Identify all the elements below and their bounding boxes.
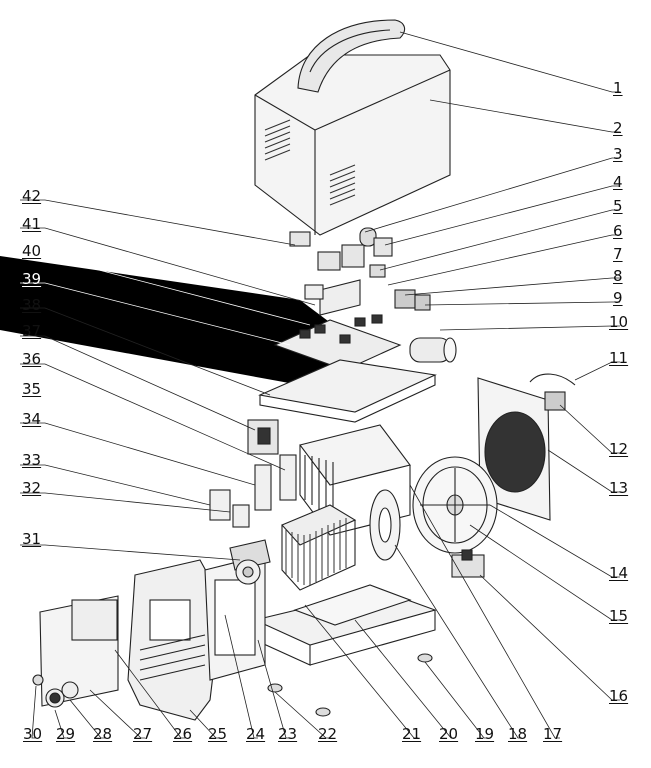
callout-20: 20 xyxy=(439,725,459,743)
callout-24: 24 xyxy=(246,725,266,743)
control-pcb xyxy=(273,314,402,371)
dark-band xyxy=(0,256,360,392)
callout-25: 25 xyxy=(208,725,228,743)
callout-38: 38 xyxy=(22,296,42,314)
callout-3: 3 xyxy=(613,145,623,163)
fan-guard xyxy=(229,539,271,585)
housing-cover xyxy=(254,54,451,236)
callout-30: 30 xyxy=(23,725,43,743)
front-frame xyxy=(127,554,266,721)
callout-26: 26 xyxy=(173,725,193,743)
callout-28: 28 xyxy=(93,725,113,743)
transformer xyxy=(247,419,279,455)
callout-39: 39 xyxy=(22,270,42,288)
callout-22: 22 xyxy=(318,725,338,743)
callout-1: 1 xyxy=(613,79,623,97)
callout-11: 11 xyxy=(609,349,629,367)
leader-lines xyxy=(20,31,620,739)
callout-36: 36 xyxy=(22,350,42,368)
heatsink-upper xyxy=(299,424,411,536)
callout-18: 18 xyxy=(508,725,528,743)
heatsink-lower xyxy=(281,504,357,591)
callout-4: 4 xyxy=(613,173,623,191)
callout-35: 35 xyxy=(22,380,42,398)
callout-23: 23 xyxy=(278,725,298,743)
callout-12: 12 xyxy=(609,440,629,458)
rectifier-module xyxy=(451,549,485,578)
callout-2: 2 xyxy=(613,119,623,137)
callout-27: 27 xyxy=(133,725,153,743)
capacitor xyxy=(409,337,457,363)
callout-32: 32 xyxy=(22,479,42,497)
callout-29: 29 xyxy=(56,725,76,743)
callout-10: 10 xyxy=(609,313,629,331)
small-pcbs xyxy=(209,454,297,528)
callout-31: 31 xyxy=(22,530,42,548)
callout-14: 14 xyxy=(609,564,629,582)
callout-40: 40 xyxy=(22,242,42,260)
callout-15: 15 xyxy=(609,607,629,625)
base-tray xyxy=(253,584,437,666)
callout-34: 34 xyxy=(22,410,42,428)
handle xyxy=(297,19,406,93)
callout-8: 8 xyxy=(613,267,623,285)
callout-16: 16 xyxy=(609,687,629,705)
rear-panel xyxy=(477,377,551,521)
main-plate xyxy=(258,359,437,423)
callout-5: 5 xyxy=(613,197,623,215)
callout-37: 37 xyxy=(22,322,42,340)
callout-33: 33 xyxy=(22,451,42,469)
callout-19: 19 xyxy=(475,725,495,743)
callout-9: 9 xyxy=(613,289,623,307)
callout-7: 7 xyxy=(613,245,623,263)
top-components xyxy=(289,227,431,316)
callout-41: 41 xyxy=(22,215,42,233)
callout-13: 13 xyxy=(609,479,629,497)
callout-6: 6 xyxy=(613,222,623,240)
callout-42: 42 xyxy=(22,187,42,205)
callout-17: 17 xyxy=(543,725,563,743)
front-panel xyxy=(32,595,119,708)
fan xyxy=(412,456,498,554)
toroid-coil xyxy=(369,489,401,561)
callout-21: 21 xyxy=(402,725,422,743)
